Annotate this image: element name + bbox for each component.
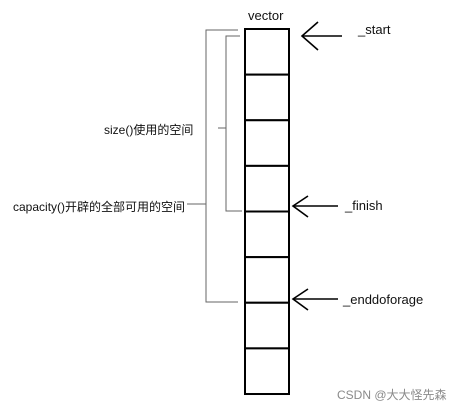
vector-cell: [244, 347, 290, 396]
vector-cells: [244, 28, 290, 396]
watermark: CSDN @大大怪先森: [337, 388, 447, 402]
finish-arrow: [291, 195, 338, 218]
capacity-bracket: [205, 29, 238, 303]
size-bracket: [225, 35, 242, 212]
vector-cell: [244, 164, 290, 213]
vector-cell: [244, 28, 290, 76]
finish-pointer-label: _finish: [345, 198, 383, 213]
capacity-label: capacity()开辟的全部可用的空间: [13, 200, 186, 214]
end-of-storage-arrow: [291, 288, 338, 311]
start-pointer-label: _start: [358, 22, 391, 37]
start-arrow: [300, 21, 342, 51]
vector-cell: [244, 119, 290, 167]
vector-cell: [244, 210, 290, 259]
vector-cell: [244, 301, 290, 350]
vector-cell: [244, 256, 290, 304]
end-of-storage-pointer-label: _enddoforage: [343, 292, 424, 307]
size-label: size()使用的空间: [104, 123, 194, 137]
vector-title: vector: [248, 8, 284, 23]
vector-cell: [244, 73, 290, 122]
